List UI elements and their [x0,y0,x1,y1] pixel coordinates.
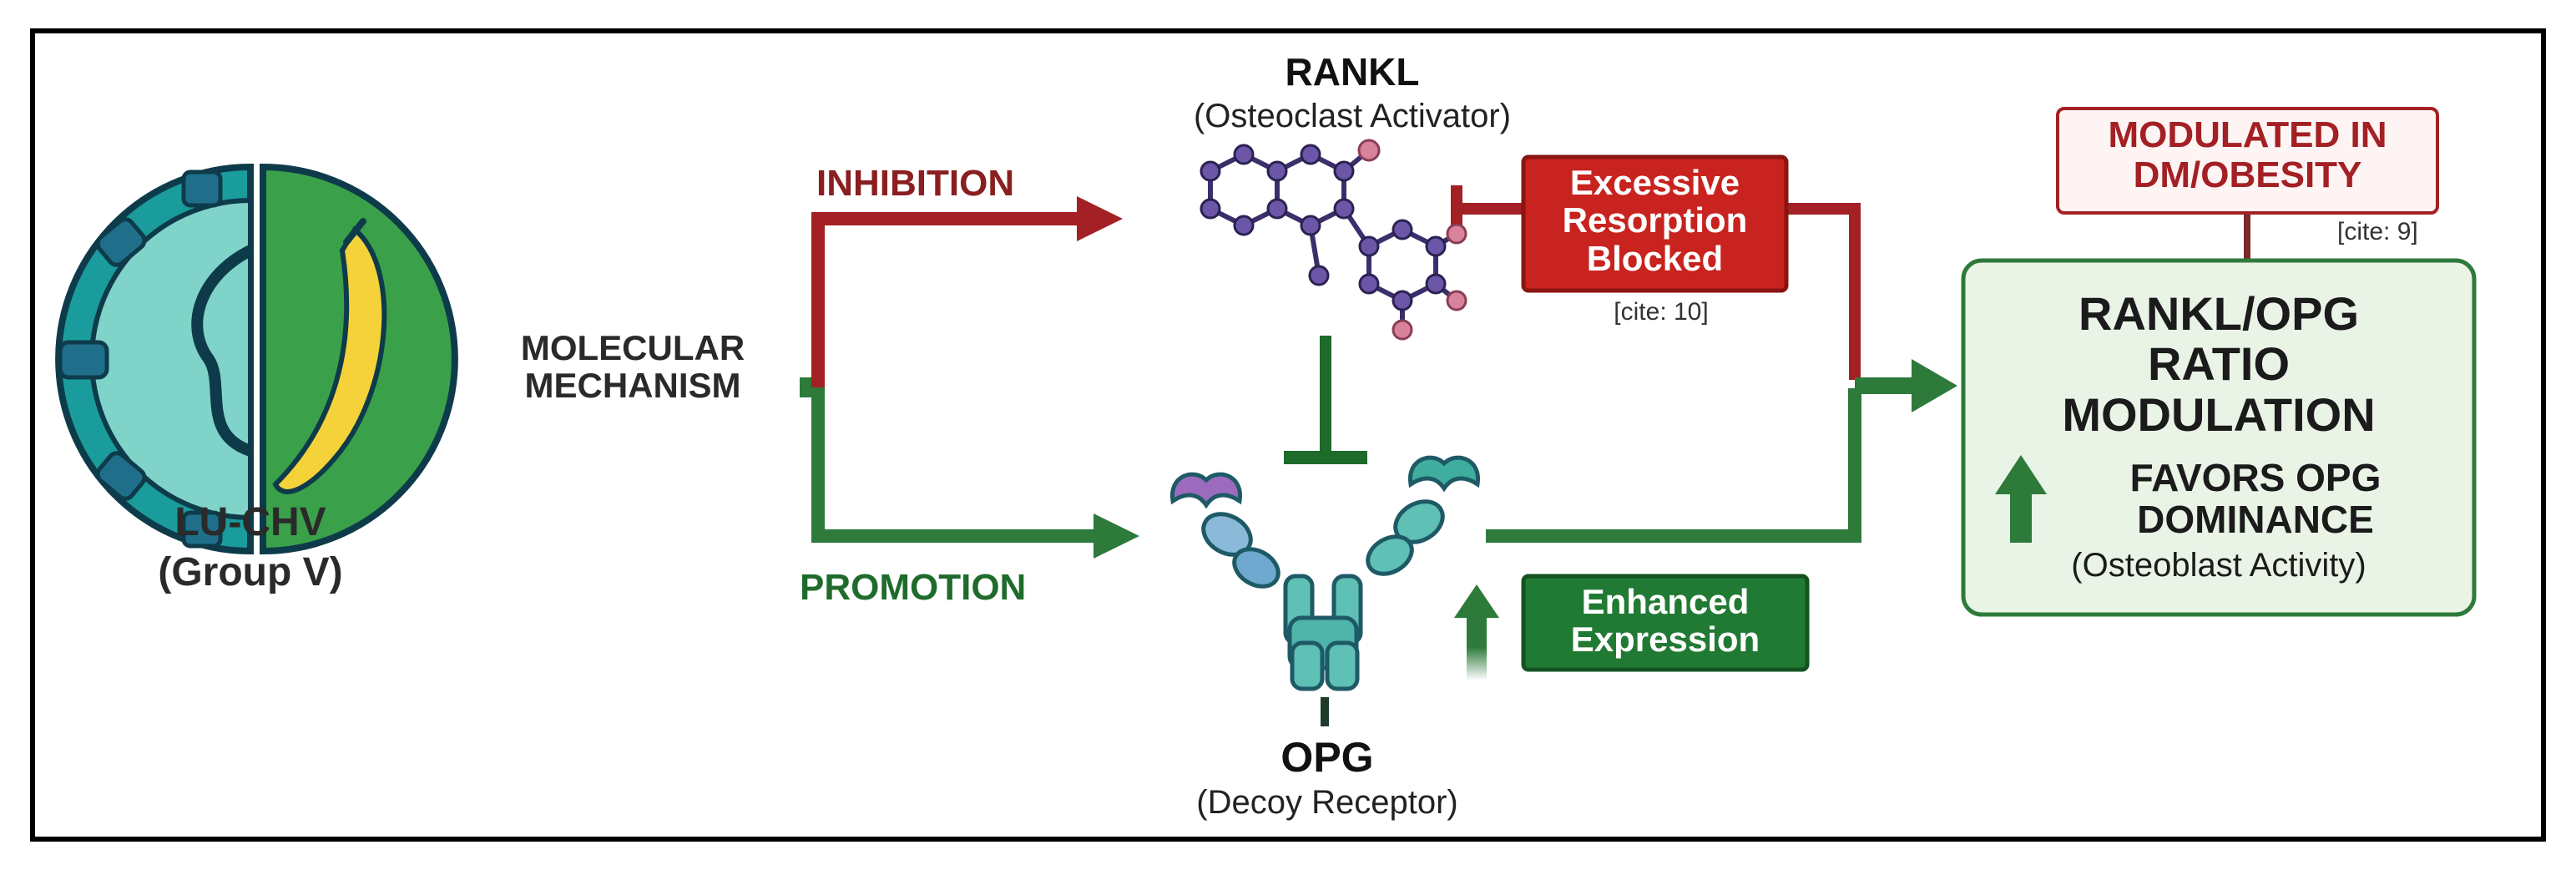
rankl-subtitle: (Osteoclast Activator) [1193,98,1512,134]
opg-subtitle: (Decoy Receptor) [1196,784,1458,821]
rankl-molecule-icon [1200,139,1467,341]
expression-box [1521,574,1810,672]
resorption-box [1521,154,1789,293]
outcome-up-arrow-icon [1995,455,2047,543]
up-arrow-icon [1454,584,1499,680]
rankl-title: RANKL [1285,50,1420,94]
main-connectors [800,185,2250,559]
outcome-activity: (Osteoblast Activity) [2071,547,2366,584]
outcome-favors: FAVORS OPG DOMINANCE [2129,456,2382,541]
virus-banana-icon [55,163,458,555]
source-subtitle: (Group V) [158,550,343,594]
promotion-label: PROMOTION [800,567,1027,608]
resorption-box-text: Excessive Resorption Blocked [1562,163,1748,278]
modulated-box-text: MODULATED IN DM/OBESITY [2108,114,2387,195]
figure-frame [30,28,2546,842]
mechanism-label: MOLECULAR MECHANISM [520,328,745,406]
resorption-cite: [cite: 10] [1614,298,1709,326]
opg-antibody-icon [1170,455,1480,726]
modulated-cite: [cite: 9] [2337,218,2418,245]
outcome-title: RANKL/OPG RATIO MODULATION [2062,287,2376,441]
outcome-box [1961,258,2477,617]
expression-box-text: Enhanced Expression [1570,582,1760,660]
source-title: LU-CHV [174,500,326,544]
modulated-box [2056,107,2439,215]
opg-title: OPG [1280,734,1374,781]
inhibition-label: INHIBITION [816,163,1015,204]
